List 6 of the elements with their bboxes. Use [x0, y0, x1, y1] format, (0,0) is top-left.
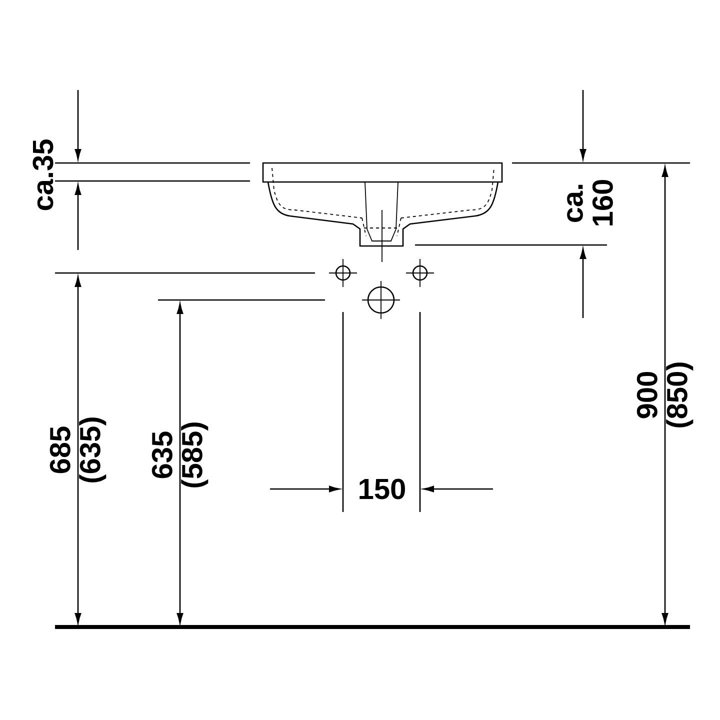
dimension-label: 900 (850) — [636, 362, 694, 428]
dimension-label: ca.35 — [32, 140, 54, 210]
dimension-label: 635 (585) — [152, 422, 208, 488]
dimension-label: 150 — [356, 476, 408, 502]
dimension-label: 685 (635) — [50, 418, 106, 482]
dimension-label: ca. 160 — [567, 180, 613, 226]
